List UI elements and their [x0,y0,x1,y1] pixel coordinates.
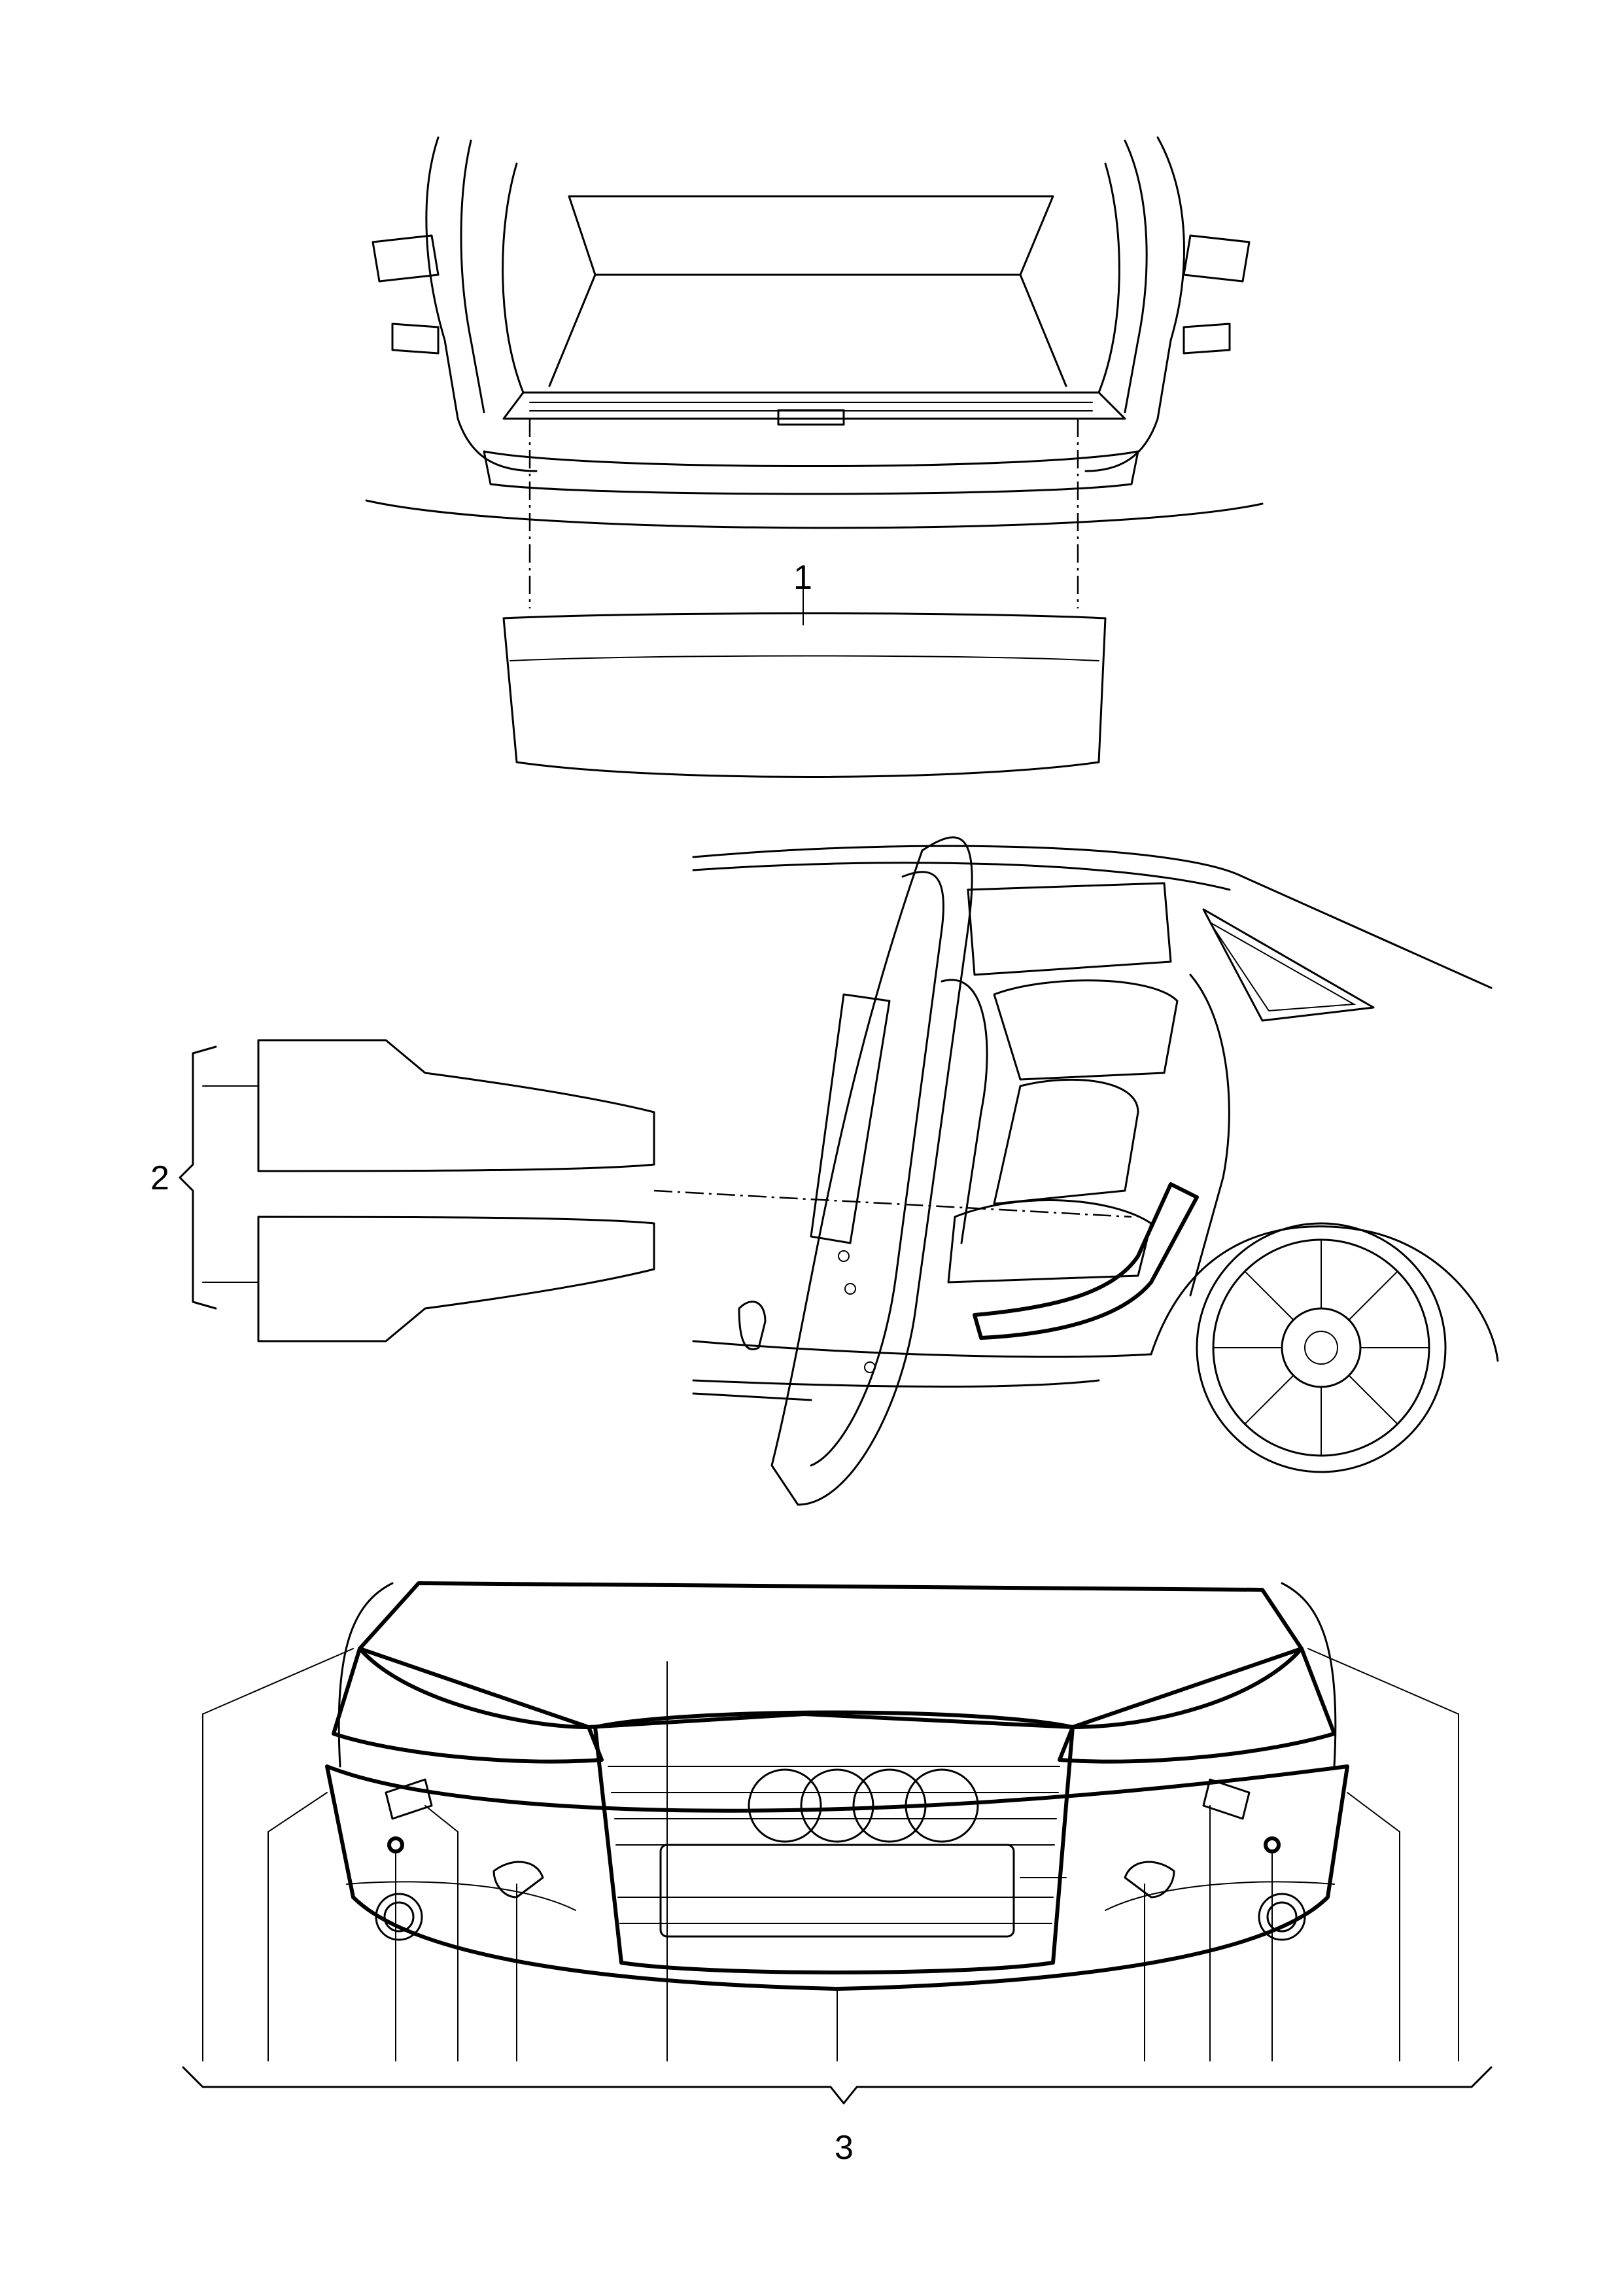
callout-3-bracket [182,2066,1493,2105]
callout-2: 2 [150,1159,169,1197]
callout-3: 3 [835,2129,854,2167]
callout-1: 1 [793,559,812,597]
trunk-illustration [365,136,1264,778]
door-sill-panel-lower [257,1216,655,1342]
license-plate [659,1844,1015,1938]
door-sill-illustration [179,836,1499,1506]
front-grille [593,1710,1075,1974]
callout-3-leaders [202,1648,1459,2061]
trunk-protector-part [502,612,1107,778]
front-bumper-illustration [182,1581,1493,2105]
door-sill-plate [973,1182,1199,1340]
audi-logo [748,1768,979,1843]
door-sill-panel-upper [257,1039,655,1172]
